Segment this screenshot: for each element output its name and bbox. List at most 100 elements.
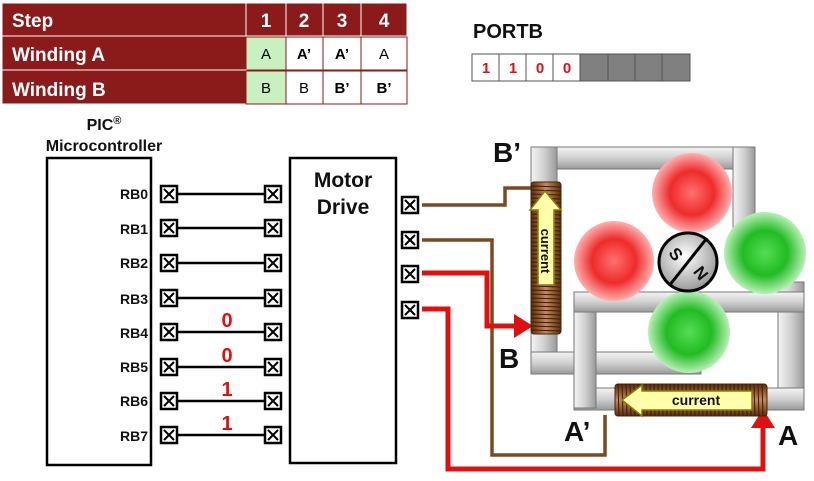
drive-input-terminal-6 xyxy=(263,391,283,411)
coil-b-turn xyxy=(530,313,562,316)
wire-a-prime-brown xyxy=(422,238,607,457)
pin-value-rb4: 0 xyxy=(221,310,232,332)
coil-a-turn xyxy=(753,383,756,417)
winding-a-value-4: A xyxy=(379,46,389,63)
coil-b-current-arrow xyxy=(528,189,563,286)
winding-a-cell-2 xyxy=(285,36,324,71)
terminal-connectors xyxy=(159,184,420,445)
drive-output-terminal-3 xyxy=(400,264,420,284)
coil-b-turn xyxy=(530,321,562,324)
pin-label-rb0: RB0 xyxy=(120,186,148,202)
drive-input-terminal-4 xyxy=(263,322,283,342)
motor-drive-title-line2: Drive xyxy=(317,196,370,219)
winding-b-value-3: B’ xyxy=(335,80,350,97)
winding-a-cell-3 xyxy=(322,36,362,71)
pic-pin-terminal-rb0 xyxy=(159,184,179,204)
motor-drive-body xyxy=(288,156,398,465)
pin-value-rb5: 0 xyxy=(221,345,232,367)
winding-a-cell-4 xyxy=(360,36,408,71)
pole-left-red xyxy=(574,221,654,301)
winding-a-value-2: A’ xyxy=(297,46,311,63)
drive-output-terminal-2 xyxy=(400,230,420,250)
pic-microcontroller: PIC® Microcontroller xyxy=(45,115,162,467)
coil-a-turn xyxy=(757,383,760,417)
coil-b-turn xyxy=(530,305,562,308)
pic-pin-terminal-rb7 xyxy=(159,425,179,445)
winding-b-value-4: B’ xyxy=(377,80,392,97)
label-a-prime: A’ xyxy=(564,416,590,447)
portb-title: PORTB xyxy=(473,21,543,43)
winding-a-value-1: A xyxy=(261,46,271,63)
winding-b-label: Winding B xyxy=(12,80,106,101)
winding-b-value-2: B xyxy=(299,80,309,97)
step-header-cell-2 xyxy=(285,2,324,37)
drive-input-terminal-7 xyxy=(263,425,283,445)
coil-b: current xyxy=(528,181,563,335)
step-header-label: Step xyxy=(12,11,53,32)
coil-b-turn xyxy=(530,185,562,188)
stator-top-bar xyxy=(530,146,756,170)
portb-bit-5-value: 0 xyxy=(536,60,544,77)
pic-pin-terminal-rb6 xyxy=(159,391,179,411)
portb-bit-7 xyxy=(471,53,500,82)
coil-b-turn xyxy=(530,189,562,192)
coil-b-turn xyxy=(530,309,562,312)
wire-a-arrowhead xyxy=(751,409,775,428)
drive-input-terminal-2 xyxy=(263,253,283,273)
portb-bit-6 xyxy=(498,53,527,82)
winding-a-label: Winding A xyxy=(12,45,105,66)
pic-pin-terminal-rb1 xyxy=(159,218,179,238)
pin-label-rb3: RB3 xyxy=(120,291,148,307)
winding-b-cell-3 xyxy=(322,70,362,105)
drive-input-terminal-0 xyxy=(263,184,283,204)
winding-a-value-3: A’ xyxy=(335,46,349,63)
coil-a: current xyxy=(614,383,768,418)
coil-b-turn xyxy=(530,329,562,332)
wire-a-red xyxy=(422,306,766,472)
pic-pin-terminal-rb2 xyxy=(159,253,179,273)
winding-a-label-cell xyxy=(1,35,247,71)
motor-drive: Motor Drive xyxy=(288,156,398,465)
drive-input-terminal-5 xyxy=(263,357,283,377)
wire-b-arrowhead xyxy=(514,314,533,338)
pin-signal-wires xyxy=(178,192,264,437)
winding-b-cell-4 xyxy=(360,70,408,105)
rotor: S N xyxy=(657,231,719,293)
portb-bit-1 xyxy=(634,53,663,82)
coil-b-turn xyxy=(530,297,562,300)
wire-b-prime-brown xyxy=(422,186,537,207)
wire-b-red xyxy=(422,270,518,329)
step-table: Step 1 2 3 4 Winding A A A’ A’ A Winding… xyxy=(1,2,408,105)
label-b-prime: B’ xyxy=(493,137,521,168)
pic-chip-body xyxy=(45,156,153,467)
coil-a-turn xyxy=(761,383,764,417)
pin-label-rb1: RB1 xyxy=(120,221,148,237)
pic-registered-mark: ® xyxy=(113,115,121,127)
drive-output-terminal-4 xyxy=(400,300,420,320)
portb-register: PORTB 1 1 0 0 xyxy=(471,21,691,82)
step-header-cell-1 xyxy=(245,2,287,37)
pin-label-rb6: RB6 xyxy=(120,393,148,409)
label-b: B xyxy=(499,343,519,374)
pic-pin-terminal-rb3 xyxy=(159,288,179,308)
step-header-label-cell xyxy=(1,2,247,37)
portb-bit-6-value: 1 xyxy=(509,60,517,77)
coil-b-turn xyxy=(530,289,562,292)
winding-b-cell-1 xyxy=(245,70,287,105)
drive-input-terminal-3 xyxy=(263,288,283,308)
step-number-1: 1 xyxy=(261,11,272,32)
winding-b-cell-2 xyxy=(285,70,324,105)
pole-right-green xyxy=(724,212,806,294)
pic-title: PIC® xyxy=(87,115,122,134)
pin-label-rb4: RB4 xyxy=(120,325,148,341)
pin-label-rb5: RB5 xyxy=(120,359,148,375)
winding-b-value-1: B xyxy=(261,80,271,97)
coil-b-turn xyxy=(530,301,562,304)
motor-wires xyxy=(422,186,775,472)
portb-bit-2 xyxy=(607,53,636,82)
portb-bit-3 xyxy=(579,53,609,82)
drive-output-terminal-1 xyxy=(400,195,420,215)
pic-pin-terminal-rb5 xyxy=(159,357,179,377)
coil-a-turn xyxy=(617,383,620,417)
rotor-divider xyxy=(667,237,709,287)
